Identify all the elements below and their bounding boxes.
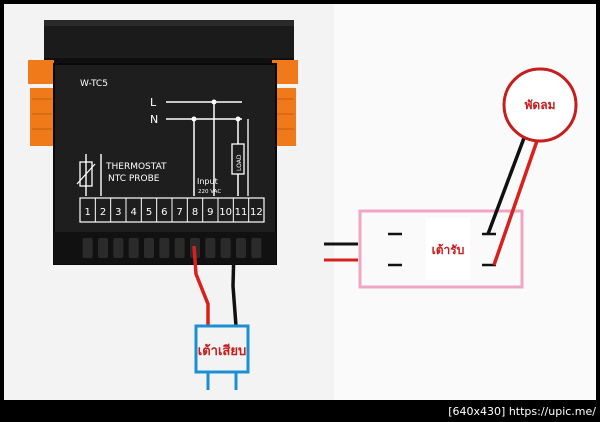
input-label: Input <box>197 177 218 186</box>
screw-hole <box>128 238 139 258</box>
socket-box <box>358 209 524 289</box>
terminal-number: 8 <box>192 207 198 218</box>
black-wire-fan <box>486 137 526 235</box>
wiring-diagram: W-TC5 L N THERMOSTAT NTC PROBE Input 220… <box>28 20 578 390</box>
screw-hole <box>113 238 124 258</box>
photo-canvas: W-TC5 L N THERMOSTAT NTC PROBE Input 220… <box>4 4 596 400</box>
image-footer: [640x430] https://upic.me/ <box>448 405 596 418</box>
screw-hole <box>236 238 246 258</box>
screw-holes <box>82 238 262 258</box>
socket-label: เต้ารับ <box>432 243 465 257</box>
terminal-number: 6 <box>161 207 167 218</box>
terminal-number: 12 <box>250 207 263 218</box>
red-wire-plug <box>192 245 210 326</box>
terminal-number: 4 <box>130 207 136 218</box>
terminal-number: 10 <box>219 207 232 218</box>
terminal-number: 9 <box>207 207 213 218</box>
plug-label: เต้าเสียบ <box>198 343 246 359</box>
probe-label-2: NTC PROBE <box>108 174 160 184</box>
screw-hole <box>220 238 231 258</box>
screw-hole <box>144 238 154 258</box>
probe-label-1: THERMOSTAT <box>105 162 167 172</box>
screw-hole <box>98 238 108 258</box>
terminal-number: 2 <box>100 207 106 218</box>
controller-top-bezel <box>44 20 294 64</box>
terminal-number: 3 <box>115 207 121 218</box>
screw-hole <box>205 238 216 258</box>
line-label: L <box>150 96 157 109</box>
terminal-number: 1 <box>84 207 90 218</box>
screw-hole <box>82 238 93 258</box>
neutral-label: N <box>150 113 158 126</box>
terminal-number: 11 <box>235 207 248 218</box>
screw-hole <box>159 238 170 258</box>
screw-hole <box>174 238 185 258</box>
left-latch <box>28 60 54 146</box>
plug-symbol <box>194 324 250 390</box>
black-wire-plug <box>231 247 238 327</box>
load-label: LOAD <box>236 154 243 171</box>
ntc-probe-symbol <box>76 154 102 196</box>
voltage-label: 220 VAC <box>198 189 221 195</box>
controller-body <box>54 64 276 264</box>
terminal-number: 5 <box>146 207 152 218</box>
screw-hole <box>251 238 262 258</box>
fan-symbol <box>502 67 578 143</box>
model-label: W-TC5 <box>80 79 108 89</box>
terminal-number: 7 <box>176 207 182 218</box>
red-wire-fan <box>492 137 540 266</box>
terminal-strip <box>79 197 265 223</box>
fan-label: พัดลม <box>525 98 556 112</box>
